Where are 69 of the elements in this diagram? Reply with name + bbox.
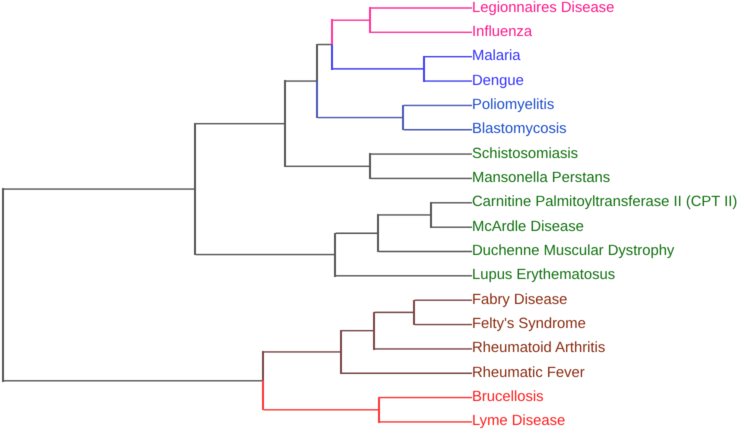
leaf-label: Poliomyelitis bbox=[472, 98, 554, 113]
leaf-label: Rheumatic Fever bbox=[472, 366, 585, 381]
junction-line bbox=[2, 188, 4, 382]
branch-line bbox=[196, 122, 284, 124]
branch-line bbox=[336, 232, 378, 234]
branch-line bbox=[424, 56, 472, 58]
branch-line bbox=[414, 324, 472, 326]
leaf-label: Mansonella Perstans bbox=[472, 170, 610, 186]
leaf-label: Legionnaires Disease bbox=[472, 0, 614, 16]
branch-line bbox=[370, 178, 472, 180]
branch-line bbox=[404, 104, 472, 106]
branch-line bbox=[380, 421, 472, 423]
junction-line bbox=[423, 56, 425, 82]
leaf-label: Influenza bbox=[472, 24, 532, 40]
leaf-label: Carnitine Palmitoyltransferase II (CPT II) bbox=[472, 195, 738, 210]
junction-line bbox=[316, 44, 318, 118]
junction-line bbox=[334, 232, 336, 277]
branch-line bbox=[370, 32, 472, 34]
branch-line bbox=[374, 312, 414, 314]
leaf-label: Malaria bbox=[472, 49, 521, 64]
branch-line bbox=[378, 250, 472, 252]
branch-line bbox=[286, 166, 370, 167]
junction-line bbox=[378, 396, 380, 423]
branch-line bbox=[414, 300, 472, 301]
junction-line bbox=[369, 7, 371, 34]
branch-line bbox=[374, 348, 472, 350]
branch-line bbox=[264, 351, 340, 353]
branch-line bbox=[424, 80, 472, 82]
leaf-label: Schistosomiasis bbox=[472, 146, 578, 162]
junction-line bbox=[430, 202, 432, 228]
branch-line bbox=[318, 116, 402, 118]
branch-line bbox=[342, 330, 374, 332]
junction-line bbox=[262, 351, 264, 410]
branch-line bbox=[380, 396, 472, 398]
branch-line bbox=[432, 226, 472, 228]
junction-line bbox=[340, 330, 342, 374]
leaf-label: Lyme Disease bbox=[472, 414, 566, 430]
leaf-label: Fabry Disease bbox=[472, 292, 568, 308]
leaf-label: Brucellosis bbox=[472, 390, 544, 406]
branch-line bbox=[378, 214, 430, 216]
branch-line bbox=[432, 202, 472, 204]
branch-line bbox=[342, 372, 472, 374]
junction-line bbox=[369, 153, 371, 180]
branch-line bbox=[404, 129, 472, 130]
leaf-label: Lupus Erythematosus bbox=[472, 268, 616, 284]
branch-line bbox=[370, 7, 472, 9]
branch-line bbox=[318, 44, 332, 46]
leaf-label: McArdle Disease bbox=[472, 220, 584, 235]
branch-line bbox=[196, 254, 334, 256]
leaf-label: Rheumatoid Arthritis bbox=[472, 341, 606, 356]
junction-line bbox=[331, 19, 333, 70]
leaf-label: Blastomycosis bbox=[472, 122, 567, 138]
branch-line bbox=[370, 153, 472, 155]
branch-line bbox=[332, 19, 370, 21]
junction-line bbox=[413, 300, 415, 326]
branch-line bbox=[4, 380, 262, 382]
branch-line bbox=[286, 80, 316, 82]
branch-line bbox=[4, 188, 194, 190]
branch-line bbox=[332, 68, 424, 70]
leaf-label: Felty's Syndrome bbox=[472, 317, 586, 332]
leaf-label: Dengue bbox=[472, 74, 524, 89]
junction-line bbox=[284, 80, 286, 167]
junction-line bbox=[377, 214, 379, 252]
junction-line bbox=[194, 122, 196, 256]
junction-line bbox=[402, 104, 404, 130]
branch-line bbox=[264, 409, 378, 410]
junction-line bbox=[373, 312, 375, 350]
leaf-label: Duchenne Muscular Dystrophy bbox=[472, 244, 674, 259]
branch-line bbox=[336, 275, 472, 277]
